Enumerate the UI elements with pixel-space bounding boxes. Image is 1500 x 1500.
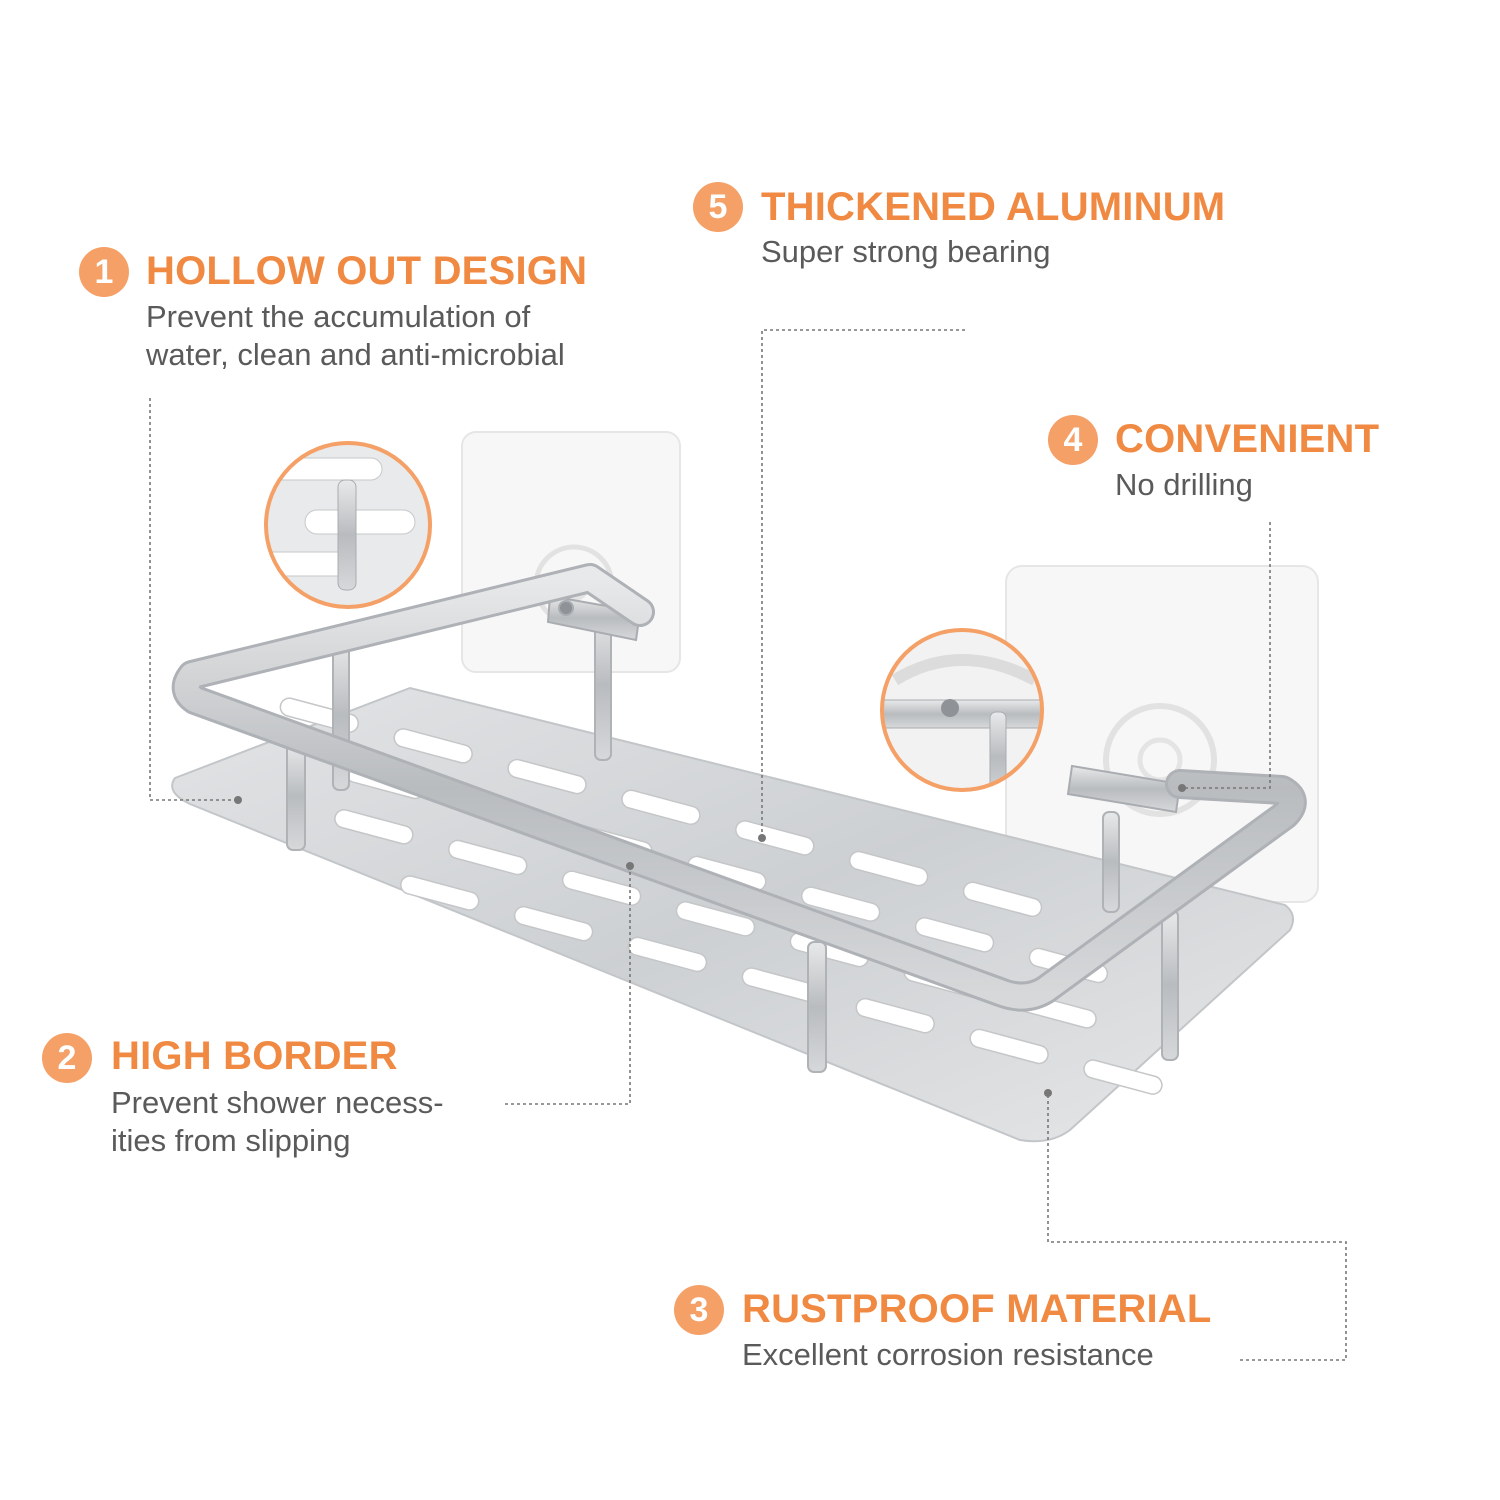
number-badge-5: 5 — [693, 182, 743, 232]
leader-line-4 — [1184, 522, 1271, 789]
zoom-detail-slots — [264, 441, 432, 609]
drain-slot — [513, 905, 594, 942]
drain-slot — [393, 728, 473, 764]
adhesive-pad-left — [461, 431, 681, 673]
callout-description-line-2: water, clean and anti-microbial — [146, 337, 565, 372]
leader-line-5 — [761, 329, 965, 836]
drain-slot — [735, 820, 815, 856]
border-rail — [171, 563, 1307, 1012]
drain-slot — [1083, 1059, 1163, 1095]
number-badge-3: 3 — [674, 1285, 724, 1335]
drain-slot — [969, 1028, 1049, 1065]
drain-slot — [962, 881, 1043, 918]
callout-title: CONVENIENT — [1115, 417, 1380, 461]
callout-description-line-1: Prevent shower necess- — [111, 1085, 444, 1120]
leader-line-1 — [149, 398, 236, 801]
callout-title: THICKENED ALUMINUM — [761, 185, 1226, 229]
callout-description-line-1: Excellent corrosion resistance — [742, 1337, 1154, 1372]
drain-slot — [848, 850, 929, 887]
leader-line-2 — [505, 868, 631, 1105]
drain-slot — [621, 789, 701, 826]
callout-description-line-1: Super strong bearing — [761, 234, 1051, 269]
callout-description-line-1: Prevent the accumulation of — [146, 299, 531, 334]
leader-line-3 — [1047, 1095, 1347, 1361]
drain-slot — [800, 886, 881, 922]
zoom-detail-bracket — [880, 628, 1044, 792]
drain-slot — [627, 936, 708, 973]
leader-dots — [234, 784, 1186, 1097]
drain-slot — [448, 839, 528, 876]
drain-slot — [914, 917, 995, 953]
drain-slot — [334, 809, 414, 845]
leader-lines — [149, 329, 1347, 1361]
drain-slot — [400, 875, 480, 911]
drain-slot — [507, 758, 587, 795]
number-badge-4: 4 — [1048, 415, 1098, 465]
number-badge-1: 1 — [79, 247, 129, 297]
callout-description-line-2: ities from slipping — [111, 1123, 351, 1158]
drain-slot — [561, 870, 642, 906]
callout-title: HOLLOW OUT DESIGN — [146, 249, 588, 293]
number-badge-2: 2 — [42, 1033, 92, 1083]
callout-description-line-1: No drilling — [1115, 467, 1253, 502]
drain-slot — [855, 997, 935, 1034]
callout-title: RUSTPROOF MATERIAL — [742, 1287, 1212, 1331]
drain-slot — [675, 901, 756, 937]
callout-title: HIGH BORDER — [111, 1034, 398, 1078]
